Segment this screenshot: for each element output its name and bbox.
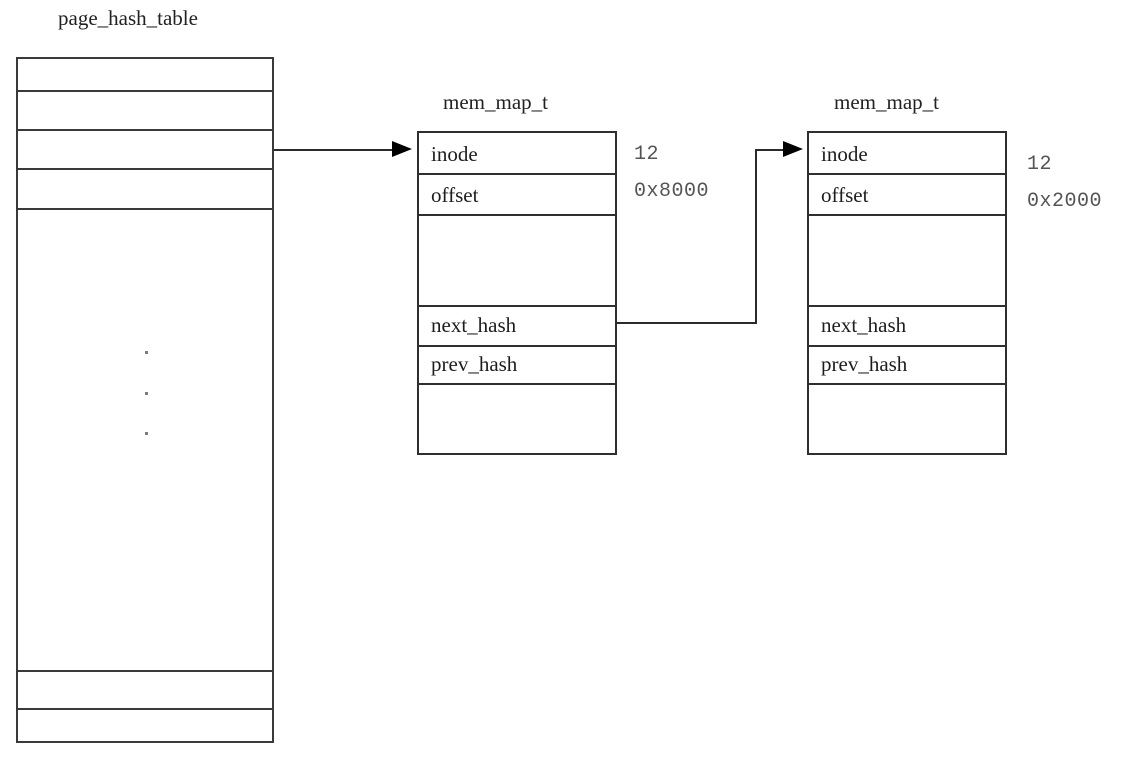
- node1-title: mem_map_t: [443, 90, 548, 114]
- node1-offset-value: 0x8000: [634, 180, 710, 203]
- node2-offset-value: 0x2000: [1027, 190, 1103, 213]
- connector-node1-next-hash-horizontal-upper: [755, 149, 787, 151]
- node1-field-next-hash: next_hash: [431, 313, 517, 337]
- node2-field-offset: offset: [821, 183, 869, 207]
- node2-field-inode: inode: [821, 142, 868, 166]
- node1-field-prev-hash: prev_hash: [431, 352, 518, 376]
- node1-inode-value: 12: [634, 143, 660, 166]
- node2-field-next-hash: next_hash: [821, 313, 907, 337]
- node1-field-inode: inode: [431, 142, 478, 166]
- hash-table-divider-1: [18, 90, 272, 92]
- vertical-ellipsis-icon: [143, 351, 149, 435]
- hash-table-divider-3: [18, 168, 272, 170]
- node2-inode-value: 12: [1027, 153, 1053, 176]
- hash-table-divider-6: [18, 708, 272, 710]
- node1-divider-1: [419, 173, 615, 175]
- node1-divider-3: [419, 305, 615, 307]
- hash-table-divider-4: [18, 208, 272, 210]
- page-hash-table: [16, 57, 274, 743]
- hash-table-divider-2: [18, 129, 272, 131]
- connector-node1-next-hash-vertical: [755, 149, 757, 324]
- node2-divider-3: [809, 305, 1005, 307]
- node2-divider-1: [809, 173, 1005, 175]
- node2-title: mem_map_t: [834, 90, 939, 114]
- connector-bucket-to-node1-arrow-icon: [392, 141, 412, 157]
- node1-divider-5: [419, 383, 615, 385]
- page-hash-table-title: page_hash_table: [58, 6, 198, 30]
- node1-divider-2: [419, 214, 615, 216]
- node2-divider-4: [809, 345, 1005, 347]
- connector-node1-to-node2-arrow-icon: [783, 141, 803, 157]
- connector-bucket-to-node1-line: [274, 149, 396, 151]
- node1-field-offset: offset: [431, 183, 479, 207]
- node2-field-prev-hash: prev_hash: [821, 352, 908, 376]
- node2-divider-5: [809, 383, 1005, 385]
- connector-node1-next-hash-horizontal-lower: [615, 322, 757, 324]
- node2-struct-box: inode offset next_hash prev_hash: [807, 131, 1007, 455]
- node1-struct-box: inode offset next_hash prev_hash: [417, 131, 617, 455]
- node2-divider-2: [809, 214, 1005, 216]
- hash-table-divider-5: [18, 670, 272, 672]
- node1-divider-4: [419, 345, 615, 347]
